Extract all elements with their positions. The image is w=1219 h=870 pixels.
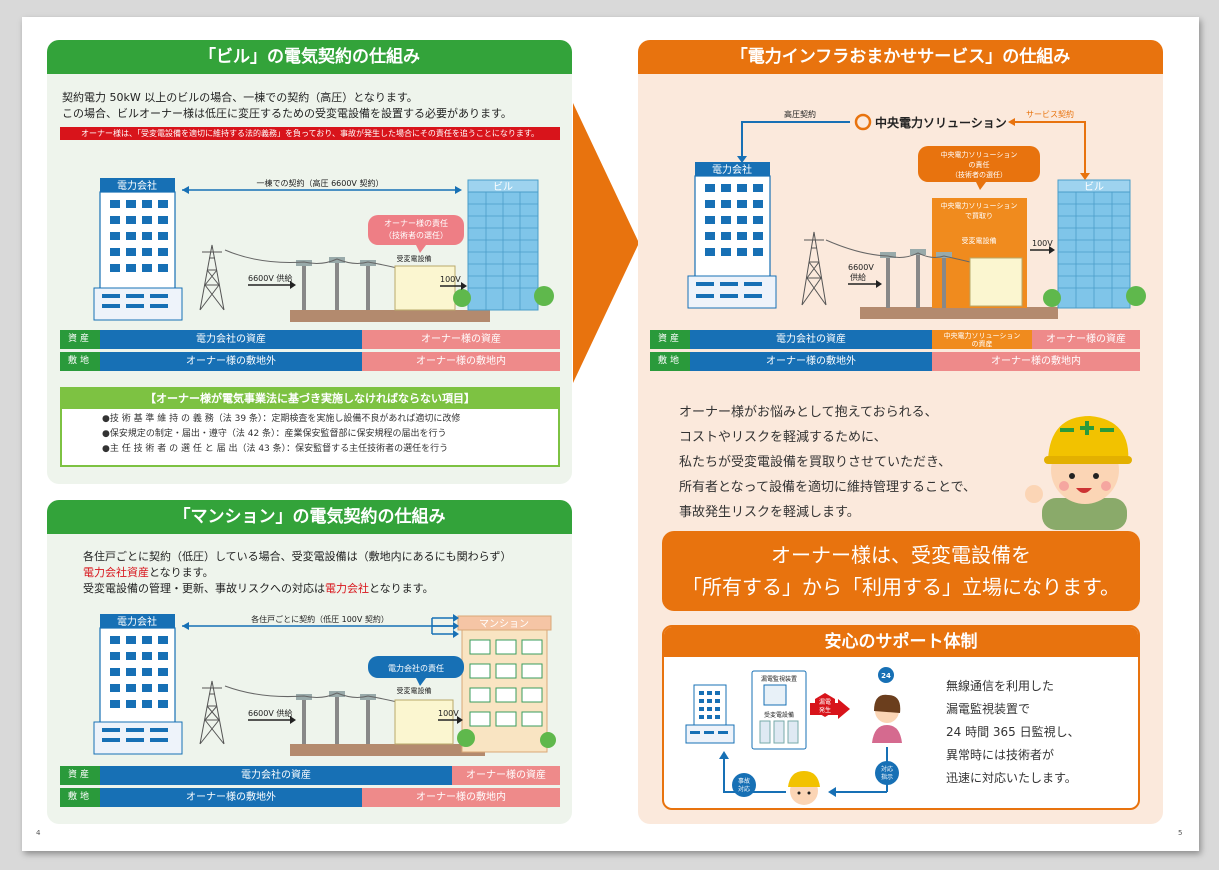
v100-label: 100V <box>440 275 461 284</box>
transition-arrow-icon <box>573 103 639 383</box>
svg-text:で買取り: で買取り <box>965 212 993 220</box>
support-diagram: 漏電監視装置 受変電設備 漏電 発生 24 対応 指示 <box>685 667 902 805</box>
supply-label: 6600V 供給 <box>248 273 292 283</box>
svg-text:発生: 発生 <box>819 706 831 714</box>
svg-text:電力会社: 電力会社 <box>712 163 752 176</box>
obligation-item: ●技 術 基 準 維 持 の 義 務（法 39 条）：定期検査を実施し設備不良が… <box>102 414 461 424</box>
company-name: 中央電力ソリューション <box>875 115 1007 130</box>
support-box: 安心のサポート体制 漏電監視装置 受変電設備 漏電 発生 <box>662 625 1140 810</box>
building-desc-2: この場合、ビルオーナー様は低圧に変圧するための受変電設備を設置する必要があります… <box>62 107 512 120</box>
svg-text:各住戸ごとに契約（低圧 100V 契約）: 各住戸ごとに契約（低圧 100V 契約） <box>251 614 389 624</box>
mansion-site-row: 敷地 オーナー様の敷地外 オーナー様の敷地内 <box>60 788 560 807</box>
owner-resp-bubble <box>368 215 464 253</box>
svg-text:（技術者の選任）: （技術者の選任） <box>384 230 448 240</box>
svg-text:マンション: マンション <box>479 619 529 630</box>
svg-text:オーナー様の責任: オーナー様の責任 <box>384 218 448 228</box>
building-desc-1: 契約電力 50kW 以上のビルの場合、一棟での契約（高圧）となります。 <box>62 91 418 104</box>
power-company-label: 電力会社 <box>117 179 157 192</box>
page-number-left: 4 <box>36 829 41 837</box>
mansion-desc-3: 受変電設備の管理・更新、事故リスクへの対応は電力会社となります。 <box>83 582 434 595</box>
building-asset-row: 資産 電力会社の資産 オーナー様の資産 <box>60 330 560 349</box>
service-diagram: 中央電力ソリューション 高圧契約 サービス契約 電力会社 中央電力ソリューション… <box>687 109 1146 319</box>
svg-text:100V: 100V <box>438 709 459 718</box>
power-company-building-icon <box>93 178 183 321</box>
building-site-row: 敷地 オーナー様の敷地外 オーナー様の敷地内 <box>60 352 560 371</box>
building-label: ビル <box>493 181 513 193</box>
svg-text:6600V: 6600V <box>848 263 874 272</box>
contract-label: 一棟での契約（高圧 6600V 契約） <box>257 178 384 188</box>
service-asset-row: 資産 電力会社の資産 中央電力ソリューションの資産 オーナー様の資産 <box>650 330 1140 349</box>
mansion-desc-2: 電力会社資産となります。 <box>83 566 214 579</box>
page-number-right: 5 <box>1178 829 1183 837</box>
power-company-building-icon <box>687 162 777 309</box>
svg-text:対応: 対応 <box>738 785 750 793</box>
svg-text:受変電設備: 受変電設備 <box>397 686 432 695</box>
svg-text:対応: 対応 <box>881 765 893 773</box>
ground <box>290 310 490 322</box>
power-company-resp-bubble <box>368 656 464 686</box>
operator-icon <box>872 694 902 743</box>
building-title: 「ビル」の電気契約の仕組み <box>47 40 572 74</box>
headline-box: オーナー様は、受変電設備を 「所有する」から「利用する」立場になります。 <box>662 531 1140 611</box>
power-company-building-icon <box>93 614 183 755</box>
mansion-building-icon <box>457 615 556 753</box>
obligations-box: 【オーナー様が電気事業法に基づき実施しなければならない項目】 ●技 術 基 準 … <box>60 387 560 467</box>
utility-poles-icon <box>224 685 406 744</box>
utility-poles-icon <box>825 239 971 308</box>
svg-text:高圧契約: 高圧契約 <box>784 109 816 119</box>
svg-text:事故: 事故 <box>738 777 750 785</box>
obligation-item: ●保安規定の制定・届出・遵守（法 42 条）：産業保安監督部に保安規程の届出を行… <box>102 429 447 439</box>
mansion-desc-1: 各住戸ごとに契約（低圧）している場合、受変電設備は（敷地内にあるにも関わらず） <box>83 550 512 563</box>
mansion-asset-row: 資産 電力会社の資産 オーナー様の資産 <box>60 766 560 785</box>
svg-text:中央電力ソリューション: 中央電力ソリューション <box>941 201 1018 210</box>
svg-text:100V: 100V <box>1032 239 1053 248</box>
support-title: 安心のサポート体制 <box>664 627 1138 657</box>
svg-text:サービス契約: サービス契約 <box>1026 109 1074 119</box>
service-site-row: 敷地 オーナー様の敷地外 オーナー様の敷地内 <box>650 352 1140 371</box>
substation-equipment-icon <box>394 699 454 745</box>
service-title: 「電力インフラおまかせサービス」の仕組み <box>638 40 1163 74</box>
transmission-tower-icon <box>199 244 225 311</box>
svg-text:供給: 供給 <box>850 272 866 282</box>
svg-text:電力会社の責任: 電力会社の責任 <box>388 663 444 673</box>
owner-building-icon <box>453 179 554 311</box>
svg-text:6600V 供給: 6600V 供給 <box>248 708 292 718</box>
company-resp-bubble <box>918 146 1040 190</box>
mansion-diagram: 電力会社 マンション 各住戸ごとに契約（低圧 100V 契約） 6600V 供給… <box>93 614 556 756</box>
svg-text:漏電監視装置: 漏電監視装置 <box>761 675 797 683</box>
dispatch-badge <box>875 761 899 785</box>
utility-poles-icon <box>224 249 406 310</box>
support-text: 無線通信を利用した 漏電監視装置で 24 時間 365 日監視し、 異常時には技… <box>946 679 1080 785</box>
building-icon <box>685 684 735 744</box>
svg-text:の責任: の責任 <box>969 160 990 169</box>
building-diagram: 電力会社 ビル 一棟での契約（高圧 6600V 契約） 6600V 供給 オーナ… <box>93 178 554 322</box>
substation-equipment-icon <box>394 265 456 311</box>
substation-equipment-icon <box>969 257 1023 307</box>
transmission-tower-icon <box>801 231 827 306</box>
svg-text:ビル: ビル <box>1084 181 1104 193</box>
svg-text:電力会社: 電力会社 <box>117 615 157 628</box>
24h-badge <box>878 667 894 683</box>
mansion-title: 「マンション」の電気契約の仕組み <box>47 500 572 534</box>
svg-text:中央電力ソリューション: 中央電力ソリューション <box>941 150 1018 159</box>
svg-text:受変電設備: 受変電設備 <box>962 236 997 245</box>
owner-building-icon <box>1043 179 1146 309</box>
leak-badge <box>815 693 835 717</box>
obligation-item: ●主 任 技 術 者 の 選 任 と 届 出（法 43 条）：保安監督する主任技… <box>102 444 449 454</box>
equipment-label: 受変電設備 <box>397 254 432 263</box>
svg-text:受変電設備: 受変電設備 <box>764 711 794 719</box>
worker-character-icon <box>1025 416 1132 530</box>
accident-badge <box>732 773 756 797</box>
transmission-tower-icon <box>199 680 225 745</box>
technician-icon <box>788 771 820 805</box>
building-warning: オーナー様は、「受変電設備を適切に維持する法的義務」を負っており、事故が発生した… <box>60 127 560 140</box>
svg-text:指示: 指示 <box>881 773 893 781</box>
obligations-title: 【オーナー様が電気事業法に基づき実施しなければならない項目】 <box>62 389 558 409</box>
svg-text:漏電: 漏電 <box>819 698 831 706</box>
company-logo-icon <box>854 113 872 131</box>
service-message: オーナー様がお悩みとして抱えておられる、 コストやリスクを軽減するために、 私た… <box>679 405 977 520</box>
svg-text:24: 24 <box>881 672 891 680</box>
svg-text:（技術者の選任）: （技術者の選任） <box>951 170 1007 179</box>
